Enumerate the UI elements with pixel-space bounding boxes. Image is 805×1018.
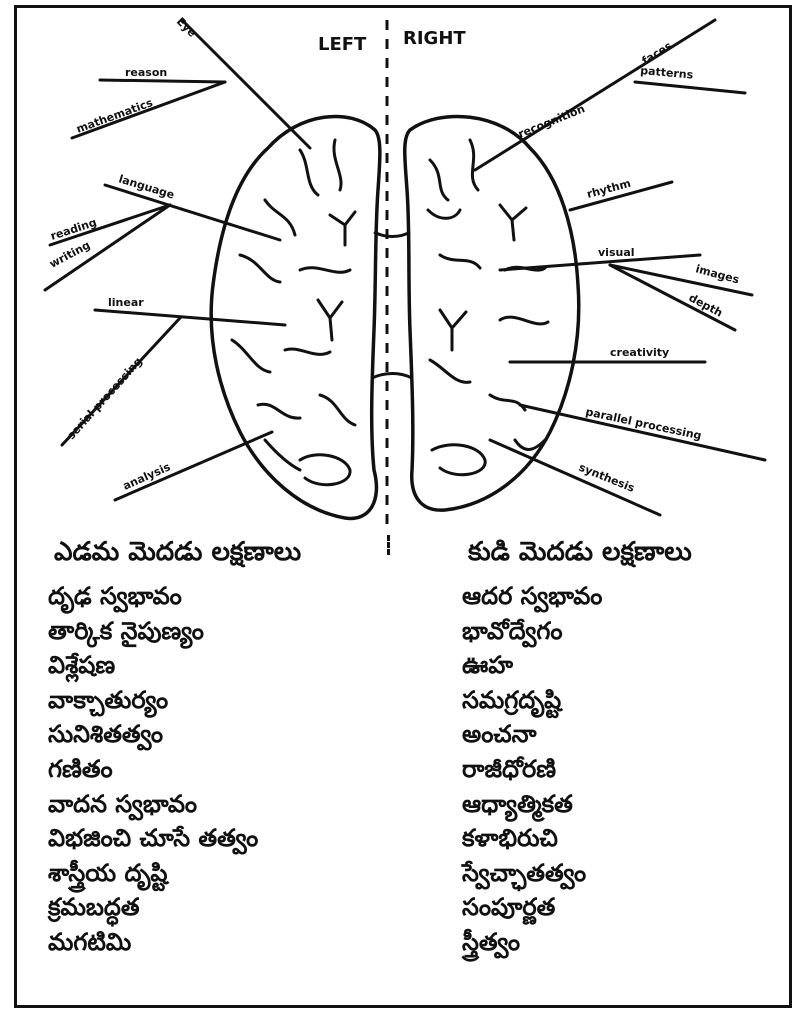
right-hemisphere — [405, 116, 579, 510]
right-trait-item: అంచనా — [462, 717, 792, 752]
label-linear: linear — [108, 296, 144, 309]
label-reason: reason — [125, 66, 167, 79]
label-serial-processing: serial processing — [65, 355, 145, 442]
label-recognition: recognition — [516, 102, 587, 141]
right-trait-item: సంపూర్ణత — [462, 890, 792, 925]
right-trait-item: ఆధ్యాత్మికత — [462, 787, 792, 822]
left-trait-item: విభజించి చూసే తత్వం — [48, 821, 378, 856]
label-rhythm: rhythm — [585, 177, 632, 201]
right-trait-item: సమగ్రదృష్టి — [462, 683, 792, 718]
left-trait-item: క్రమబద్ధత — [48, 890, 378, 925]
left-trait-item: శాస్త్రీయ దృష్టి — [48, 856, 378, 891]
right-trait-item: స్వేచ్ఛాతత్వం — [462, 856, 792, 891]
bridge-lower — [372, 374, 412, 379]
right-trait-item: భావోద్వేగం — [462, 614, 792, 649]
left-hemisphere — [211, 116, 380, 518]
label-faces: faces — [640, 39, 675, 68]
right-trait-item: స్త్రీత్వం — [462, 925, 792, 960]
left-trait-item: వాదన స్వభావం — [48, 787, 378, 822]
left-trait-item: వాక్చాతుర్యం — [48, 683, 378, 718]
label-patterns: patterns — [640, 64, 694, 82]
label-visual: visual — [598, 246, 635, 259]
right-header: RIGHT — [403, 28, 466, 49]
label-eye: Eye — [174, 15, 199, 40]
left-trait-item: విశ్లేషణ — [48, 648, 378, 683]
label-analysis: analysis — [121, 460, 173, 493]
right-trait-item: రాజీధోరణి — [462, 752, 792, 787]
left-trait-item: దృఢ స్వభావం — [48, 579, 378, 614]
left-brain-traits: ఎడమ మెదడు లక్షణాలు దృఢ స్వభావం తార్కిక న… — [48, 535, 378, 960]
left-trait-item: గణితం — [48, 752, 378, 787]
left-trait-item: తార్కిక నైపుణ్యం — [48, 614, 378, 649]
left-trait-item: సునిశితత్వం — [48, 717, 378, 752]
label-reading: reading — [49, 216, 98, 243]
label-creativity: creativity — [610, 346, 669, 359]
label-synthesis: synthesis — [577, 461, 637, 495]
right-trait-item: కళాభిరుచి — [462, 821, 792, 856]
left-brain-heading: ఎడమ మెదడు లక్షణాలు — [54, 535, 378, 569]
right-brain-traits: కుడి మెదడు లక్షణాలు ఆదర స్వభావం భావోద్వే… — [462, 535, 792, 960]
right-brain-heading: కుడి మెదడు లక్షణాలు — [468, 535, 792, 569]
right-trait-item: ఊహ — [462, 648, 792, 683]
label-mathematics: mathematics — [75, 96, 155, 136]
center-divider-lower — [387, 535, 390, 555]
right-trait-item: ఆదర స్వభావం — [462, 579, 792, 614]
left-header: LEFT — [318, 34, 367, 55]
left-trait-item: మగటిమి — [48, 925, 378, 960]
bridge-upper — [374, 232, 410, 237]
